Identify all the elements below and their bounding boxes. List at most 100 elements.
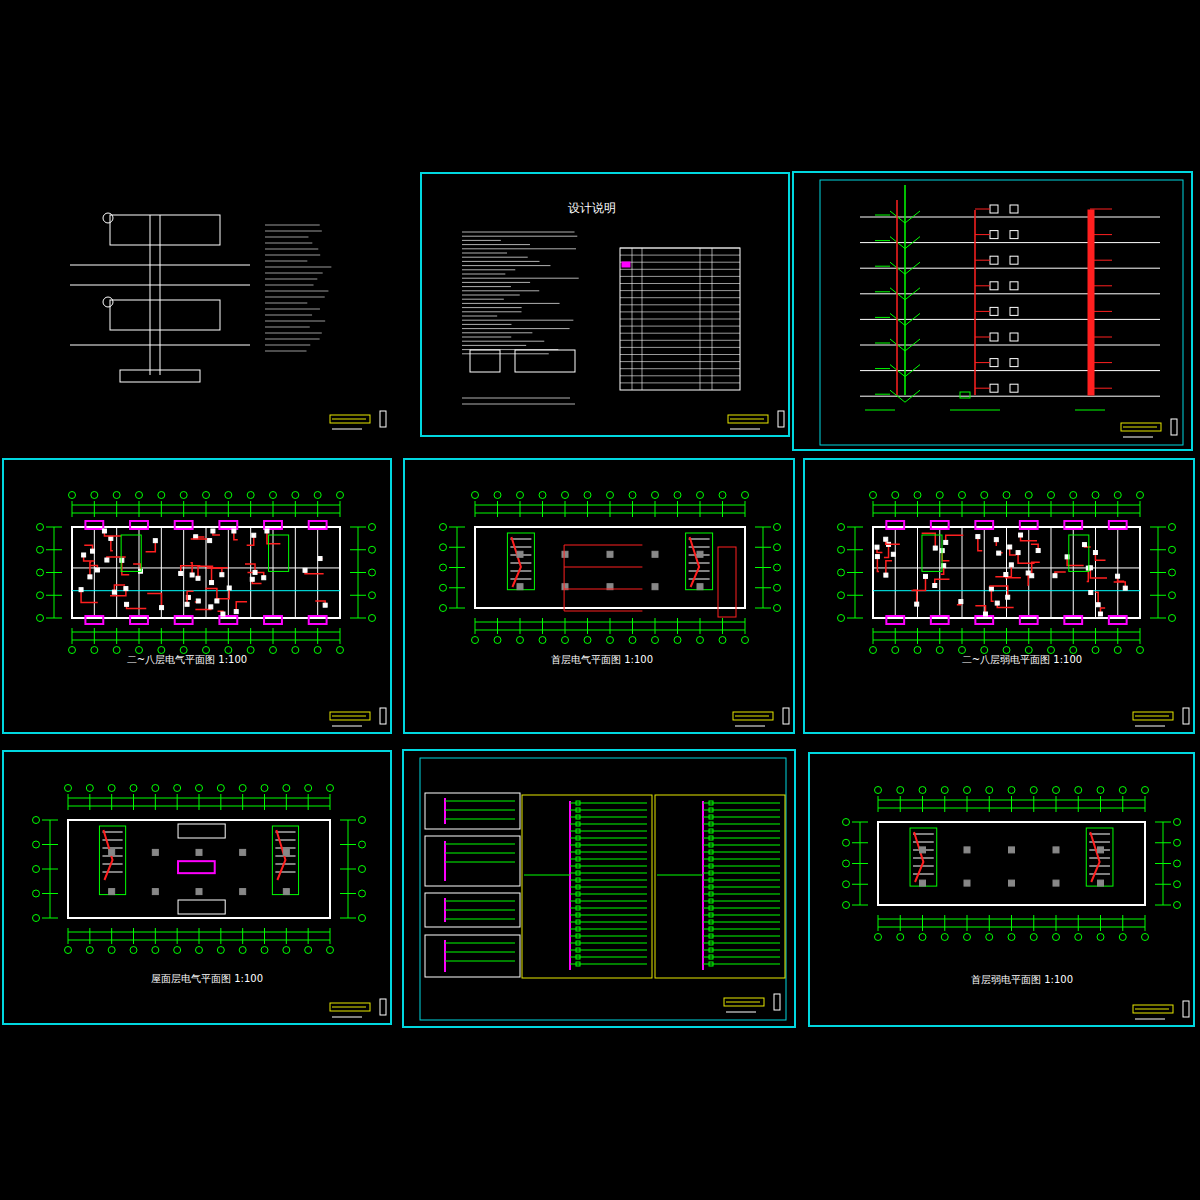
axis-bubble [941,934,948,941]
riser [896,200,898,395]
note-text-line [462,303,560,304]
circuit-line [703,880,780,881]
fixture-symbol [88,575,92,579]
axis-bubble [517,637,524,644]
table-row [620,269,740,270]
circuit-line [703,810,780,811]
table-row [620,375,740,376]
column [196,889,202,895]
cad-linework [33,185,1190,1019]
breaker [576,906,580,910]
fixture-symbol [995,601,999,605]
axis-bubble [1092,647,1099,654]
dimension-tick [1078,796,1079,812]
dimension-tick [161,501,162,517]
axis-bubble [517,492,524,499]
axis-bubble [180,492,187,499]
dimension-tick [542,618,543,634]
circuit-line [703,845,780,846]
stair-tread [689,571,710,572]
dimension-tick [873,501,874,517]
circuit-line [570,810,647,811]
lighting-circuit [564,611,642,612]
panel-frame [655,795,785,978]
axis-bubble [892,492,899,499]
dimension-tick [677,618,678,634]
dimension-tick [94,628,95,644]
dimension-tick [206,628,207,644]
breaker [709,955,713,959]
fixture-symbol [1004,573,1008,577]
note-text-line [265,333,322,334]
riser-branch [975,260,990,261]
note-text-line [265,285,314,286]
title-block-line [332,1007,366,1008]
balcony [264,616,282,624]
breaker [576,892,580,896]
axis-bubble [774,544,781,551]
axis-bubble [774,524,781,531]
dimension-tick [1006,501,1007,517]
sheet-title: 首层弱电平面图 1:100 [969,974,1075,986]
column [964,847,970,853]
balcony [219,616,237,624]
circuit-line [570,922,647,923]
note-text-line [265,339,320,340]
dimension-tick [565,618,566,634]
axis-bubble [369,615,376,622]
dimension-line [457,527,458,608]
stair-tread [913,834,934,835]
dimension-line [763,527,764,608]
dimension-tick [111,794,112,810]
breaker [576,843,580,847]
stair-tread [689,579,710,580]
breaker [709,892,713,896]
dimension-tick [68,928,69,944]
dimension-tick [295,628,296,644]
floor-tag [875,215,890,216]
stair [121,535,141,571]
breaker [576,815,580,819]
dimension-tick [962,628,963,644]
fixture-symbol [1036,549,1040,553]
fixture-symbol [1089,591,1093,595]
breaker [709,871,713,875]
interior-wall [1051,527,1052,618]
axis-bubble [174,947,181,954]
axis-bubble [838,592,845,599]
axis-bubble [440,584,447,591]
note-text-line [265,351,307,352]
circuit-line [703,887,780,888]
fixture-symbol [989,587,993,591]
table-row [620,283,740,284]
sheet-inner-frame [420,758,786,1020]
circuit-line [703,859,780,860]
trunk-riser [1088,210,1094,395]
axis-bubble [562,492,569,499]
interior-wall [984,527,985,618]
axis-bubble [1092,492,1099,499]
axis-bubble [1119,934,1126,941]
dimension-tick [264,794,265,810]
sheet-number [380,999,386,1015]
breaker [576,850,580,854]
dimension-tick [1145,915,1146,931]
sheet-number [380,411,386,427]
dimension-tick [155,928,156,944]
column [283,849,289,855]
axis-bubble [440,544,447,551]
wiring [191,539,210,541]
drawing-sheet: 屋面层电气平面图 1:100 [2,750,392,1025]
axis-bubble [158,492,165,499]
fixture-symbol [262,576,266,580]
title-block-line [1135,1009,1169,1010]
balcony [1064,616,1082,624]
circuit-line [445,810,515,811]
balcony [1064,521,1082,529]
fixture-symbol [252,533,256,537]
fixture-symbol [102,529,106,533]
breaker [709,801,713,805]
fixture-symbol [153,539,157,543]
column [517,551,523,557]
axis-bubble [1142,787,1149,794]
